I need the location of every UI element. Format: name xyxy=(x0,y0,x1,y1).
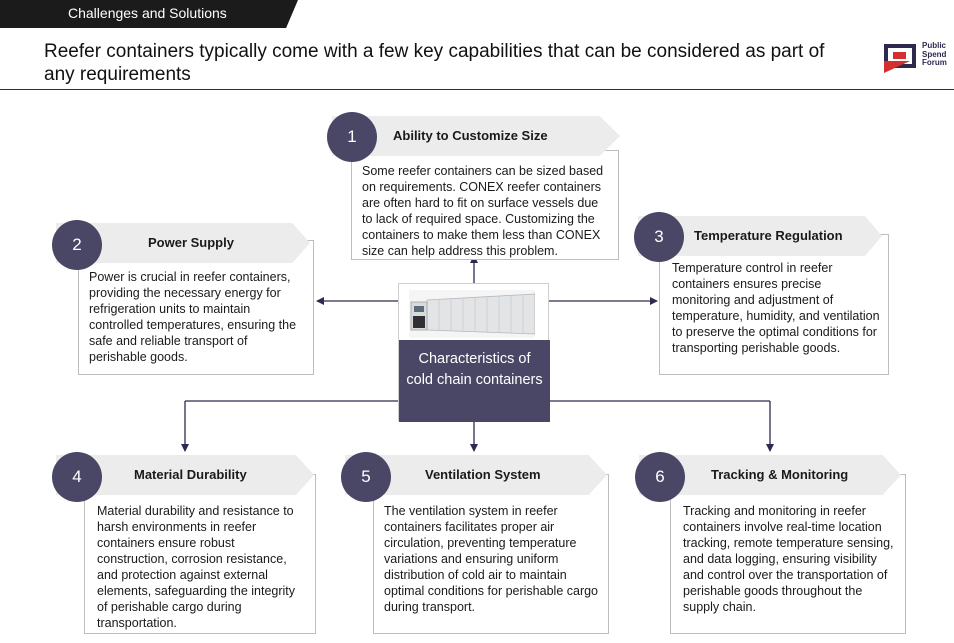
logo-text-line: Public xyxy=(922,41,947,50)
item-1-banner: Ability to Customize Size xyxy=(332,116,620,156)
item-4-number: 4 xyxy=(52,452,102,502)
item-6-box: Tracking and monitoring in reefer contai… xyxy=(670,474,906,634)
item-1-box: Some reefer containers can be sized base… xyxy=(351,150,619,260)
section-tag-bar: Challenges and Solutions xyxy=(0,0,298,28)
item-1-title: Ability to Customize Size xyxy=(393,128,548,143)
logo-text: Public Spend Forum xyxy=(922,41,947,68)
page-title: Reefer containers typically come with a … xyxy=(44,41,825,85)
item-4-title: Material Durability xyxy=(134,467,247,482)
item-2-text: Power is crucial in reefer containers, p… xyxy=(89,270,297,364)
item-2-number: 2 xyxy=(52,220,102,270)
item-3-number: 3 xyxy=(634,212,684,262)
logo-text-line: Spend xyxy=(922,49,947,59)
item-2-title: Power Supply xyxy=(148,235,234,250)
section-tag: Challenges and Solutions xyxy=(68,5,227,21)
item-5-title: Ventilation System xyxy=(425,467,541,482)
item-5-number: 5 xyxy=(341,452,391,502)
item-1-text: Some reefer containers can be sized base… xyxy=(362,164,604,258)
item-3-box: Temperature control in reefer containers… xyxy=(659,234,889,375)
item-5-text: The ventilation system in reefer contain… xyxy=(384,504,599,614)
item-4-box: Material durability and resistance to ha… xyxy=(84,474,316,634)
item-6-title: Tracking & Monitoring xyxy=(711,467,849,482)
item-1-number: 1 xyxy=(327,112,377,162)
logo-text-line: Forum xyxy=(922,58,947,67)
item-3-text: Temperature control in reefer containers… xyxy=(672,261,880,355)
reefer-container-image xyxy=(409,290,535,338)
item-6-number: 6 xyxy=(635,452,685,502)
item-4-text: Material durability and resistance to ha… xyxy=(97,504,296,630)
public-spend-forum-logo xyxy=(884,44,916,73)
item-5-banner: Ventilation System xyxy=(345,455,607,495)
header-divider xyxy=(0,89,954,90)
center-label: Characteristics of cold chain containers xyxy=(399,340,550,422)
item-6-text: Tracking and monitoring in reefer contai… xyxy=(683,504,894,614)
item-3-title: Temperature Regulation xyxy=(694,228,843,243)
item-5-box: The ventilation system in reefer contain… xyxy=(373,474,609,634)
center-node: Characteristics of cold chain containers xyxy=(398,283,550,422)
